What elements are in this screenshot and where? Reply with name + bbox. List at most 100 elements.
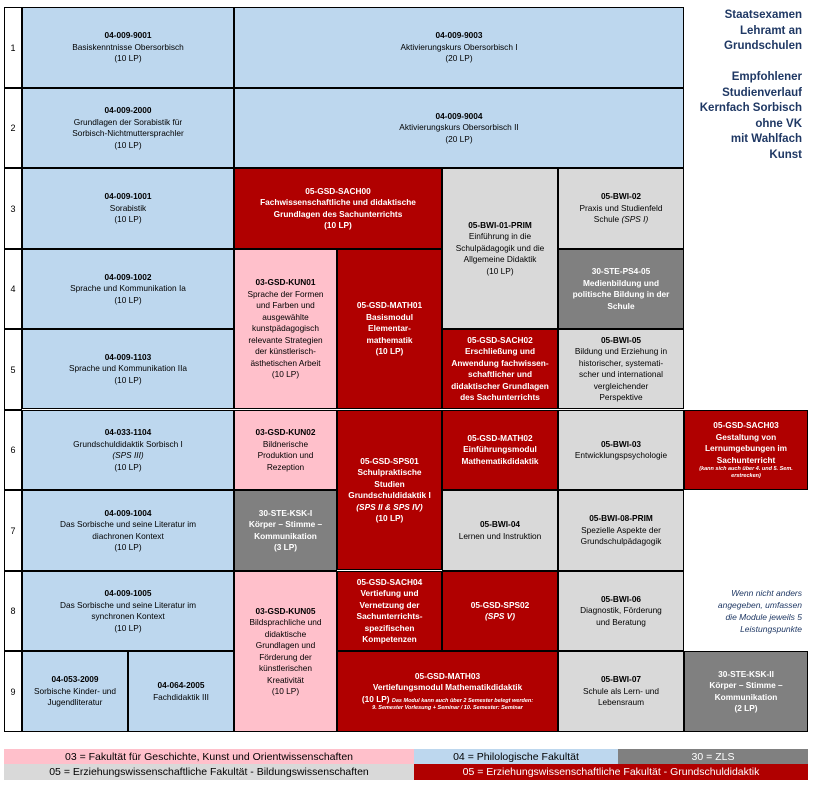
module-line: Bildsprachliche und	[249, 617, 322, 627]
module-line: Vertiefung und	[360, 588, 419, 598]
module-line: Rezeption	[266, 461, 305, 472]
module-line: diachronen Kontext	[92, 530, 164, 541]
module-line: Vertiefungsmodul Mathematikdidaktik	[372, 682, 523, 693]
module-footnote: (kann sich auch über 4. und 5. Sem. erst…	[699, 466, 793, 479]
module-line: Grundlagen und	[255, 640, 316, 650]
module-line: historischer, systemati-	[578, 357, 664, 368]
module-line: synchronen Kontext	[91, 611, 165, 621]
module-line: (10 LP)	[375, 513, 404, 523]
note-line: angegeben, umfassen	[717, 600, 802, 610]
semester-number: 7	[4, 490, 22, 571]
module-line: Körper – Stimme –	[709, 680, 783, 690]
title-line	[690, 55, 802, 71]
module-line: Grundschulpädagogik	[580, 536, 662, 547]
module-code: 05-GSD-SPS02	[470, 599, 530, 610]
module-code: 04-009-2000	[104, 105, 152, 115]
module-line: Kompetenzen	[362, 634, 417, 644]
module-code: 05-BWI-01-PRIM	[468, 219, 532, 230]
module-footnote: Das Modul kann auch über 2 Semester bele…	[391, 697, 534, 704]
module-line: Elementar-	[368, 323, 411, 334]
module-code: 30-STE-PS4-05	[591, 266, 651, 276]
module-code: 05-GSD-SACH00	[305, 185, 371, 196]
module-code: 04-009-9004	[435, 110, 483, 121]
module-line: relevante Strategien	[248, 334, 323, 345]
module-line: künstlerischen	[258, 663, 313, 673]
module-italic: (SPS II & SPS IV)	[356, 501, 423, 512]
module-code: 05-BWI-05	[600, 334, 642, 345]
module-code: 03-GSD-KUN02	[255, 427, 316, 437]
note-line: Wenn nicht anders	[731, 588, 802, 598]
module-line: Spezielle Aspekte der	[581, 524, 661, 535]
module-code: 03-GSD-KUN01	[255, 277, 316, 288]
title-line: Kunst	[769, 148, 802, 161]
module-code: 05-GSD-MATH03	[414, 670, 481, 681]
module-line: Grundschuldidaktik Sorbisch I	[73, 438, 183, 449]
semester-number: 8	[4, 571, 22, 651]
module-line: Sachunterrichts-	[356, 611, 423, 621]
semester-number: 5	[4, 329, 22, 410]
module-code: 04-009-1002	[104, 271, 152, 282]
module-line: Sprache der Formen	[247, 288, 324, 299]
module-line: Das Sorbische und seine Literatur im	[59, 519, 197, 529]
module-line: (10 LP)	[114, 294, 142, 305]
module-line: Gestaltung von	[715, 431, 777, 442]
title-line: Lehramt an	[740, 24, 802, 37]
module-line: Grundschuldidaktik I	[348, 490, 431, 500]
module-line: scher und international	[579, 369, 663, 379]
module-code: 04-033-1104	[104, 427, 152, 437]
module-code: 04-009-9003	[435, 30, 483, 41]
module-line: (10 LP)	[114, 53, 142, 64]
module-line: Schule als Lern- und	[582, 685, 660, 696]
module-line: Bildung und Erziehung in	[574, 346, 668, 356]
module-line: Anwendung fachwissen-	[451, 357, 549, 368]
module-line: (10 LP)	[114, 214, 142, 225]
module-code: 05-BWI-03	[600, 438, 642, 449]
module-line: (10 LP)	[114, 542, 142, 552]
module-code: 05-BWI-04	[479, 519, 521, 529]
module-line: Fachwissenschaftliche und didaktische	[260, 197, 416, 207]
module-line: Kommunikation	[714, 691, 778, 702]
module-line: schaftlicher und	[467, 369, 533, 379]
module-line: (10 LP)	[114, 374, 142, 385]
module-line: Förderung der	[259, 651, 312, 662]
module-line: didaktische	[264, 628, 307, 639]
note-line: die Module jeweils 5	[725, 612, 802, 622]
module-line: vergleichender	[593, 380, 649, 391]
module-line: Grundlagen der Sorabistik für	[73, 116, 183, 127]
module-line: spezifischen	[364, 622, 415, 633]
module-code: 04-009-9001	[104, 30, 152, 41]
module-line: Lernumgebungen im	[704, 443, 788, 453]
module-code: 03-GSD-KUN05	[255, 605, 316, 616]
note-line: Leistungspunkte	[740, 624, 802, 634]
module-line: Bildnerische	[262, 438, 309, 449]
module-code: 30-STE-KSK-II	[718, 668, 774, 679]
module-line: Schulpraktische	[357, 467, 422, 477]
semester-number: 1	[4, 7, 22, 88]
module-line: Fachdidaktik III	[153, 691, 209, 702]
module-line: Erschließung und	[464, 346, 536, 356]
module-line: ästhetischen Arbeit	[250, 357, 321, 368]
module-line: Medienbildung und	[582, 277, 660, 288]
module-line: Praxis und Studienfeld	[579, 202, 663, 213]
module-line: (10 LP)	[114, 622, 142, 633]
semester-number: 2	[4, 88, 22, 168]
module-line: und Farben und	[256, 300, 315, 311]
